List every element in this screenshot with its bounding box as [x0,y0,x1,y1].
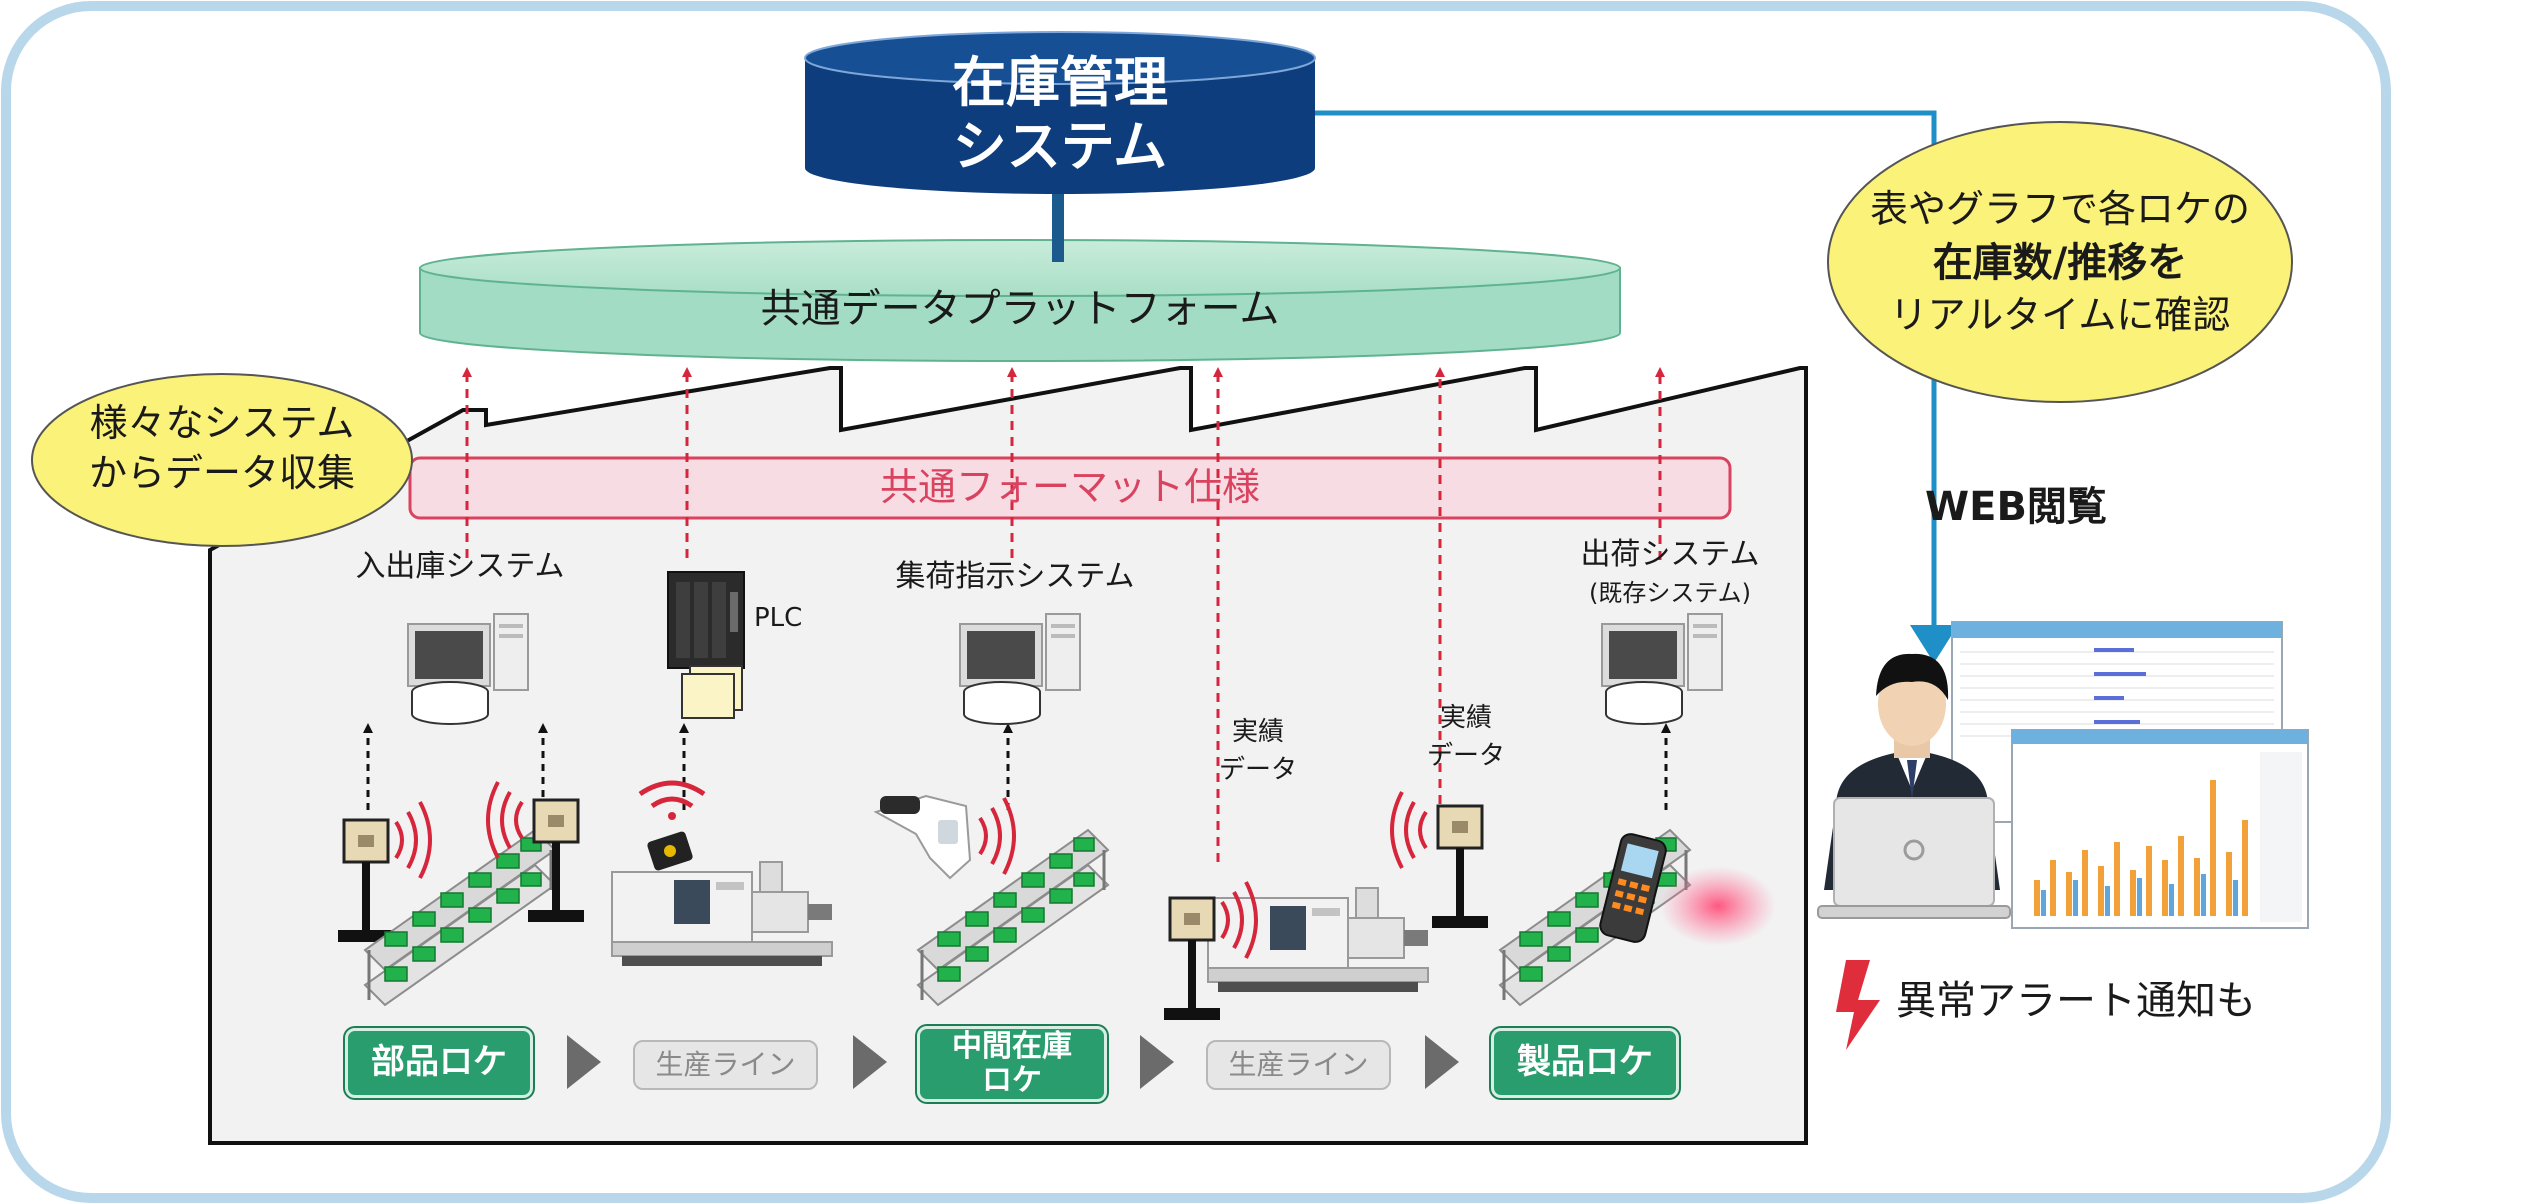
web-arrowhead [1910,625,1958,663]
scan-glow-icon [1660,866,1776,946]
handheld-scanner-icon [873,794,972,880]
core-title-line2: システム [952,115,1168,178]
picking-system-label: 集荷指示システム [895,559,1135,594]
realtime-bubble [1827,121,2293,403]
plc-label: PLC [754,603,803,633]
alert-label: 異常アラート通知も [1896,978,2256,1024]
result-data-sublabel-1: データ [1218,755,1297,785]
flow-arrows [567,1035,1459,1089]
lightning-icon [1836,960,1880,1050]
plc-icon [667,571,745,719]
in-out-system-label: 入出庫システム [355,549,565,584]
laptop-icon [1816,796,2012,920]
parts-location-button: 部品ロケ [345,1028,533,1098]
middle-location-line1: 中間在庫 [952,1028,1072,1064]
shipping-system-label: 出荷システム [1580,537,1760,572]
realtime-bubble-line1: 表やグラフで各ロケの [1869,187,2250,231]
rfid-tag-icon [638,780,706,871]
result-data-sublabel-2: データ [1426,741,1505,771]
platform-label: 共通データプラットフォーム [760,286,1280,332]
result-data-label-2: 実績 [1439,703,1492,733]
middle-location-line2: ロケ [982,1063,1042,1098]
format-label: 共通フォーマット仕様 [879,465,1260,509]
production-line-b-button: 生産ライン [1206,1040,1391,1090]
platform-cylinder [419,239,1621,362]
middle-location-button: 中間在庫 ロケ [917,1026,1107,1102]
handheld-terminal-icon [1599,833,1667,943]
product-location-button: 製品ロケ [1491,1028,1679,1098]
realtime-bubble-line2: 在庫数/推移を [1932,240,2188,286]
result-data-label-1: 実績 [1231,717,1284,747]
core-connector [1052,190,1064,262]
data-upload-arrows [462,367,1665,862]
core-cylinder [804,31,1316,194]
outer-frame [1,1,2391,1203]
realtime-bubble-line3: リアルタイムに確認 [1889,293,2231,337]
web-connector [1315,110,1937,630]
production-line-a-button: 生産ライン [633,1040,818,1090]
core-title-line1: 在庫管理 [952,51,1168,114]
shipping-system-sublabel: (既存システム) [1588,579,1751,607]
format-bar [408,456,1732,520]
web-view-label: WEB閲覧 [1925,484,2107,530]
dashboard-chart-screen [2011,729,2309,929]
device-arrows [363,723,1671,810]
collect-bubble-line2: からデータ収集 [88,451,355,495]
collect-bubble-line1: 様々なシステム [89,401,355,445]
collect-bubble [31,373,413,547]
